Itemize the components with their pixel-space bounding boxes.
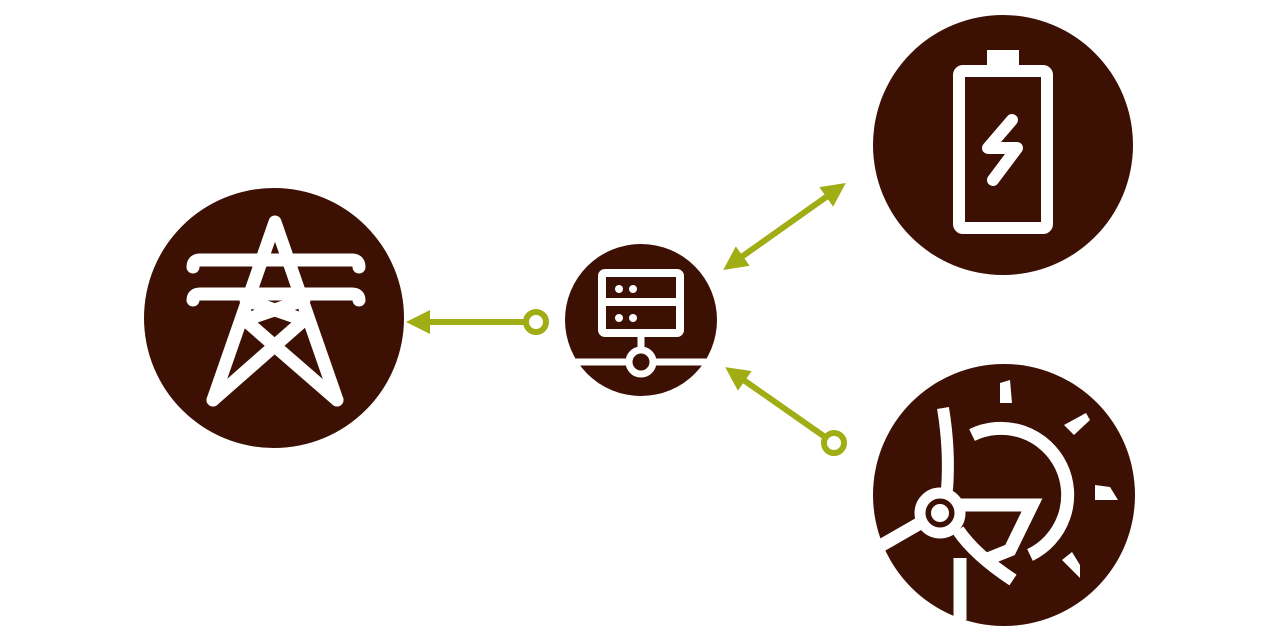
connector-hub-storage	[723, 183, 846, 270]
connector-hub-to-grid	[406, 309, 549, 335]
wind-solar-icon	[878, 380, 1118, 620]
server-network-icon	[576, 269, 706, 378]
renewables-node	[873, 364, 1135, 626]
hub-node	[565, 244, 717, 396]
battery-charging-icon	[953, 50, 1053, 234]
transmission-tower-icon	[186, 215, 366, 407]
connector-renewables-to-hub	[725, 367, 847, 456]
grid-node	[144, 188, 404, 448]
storage-node	[873, 15, 1133, 275]
